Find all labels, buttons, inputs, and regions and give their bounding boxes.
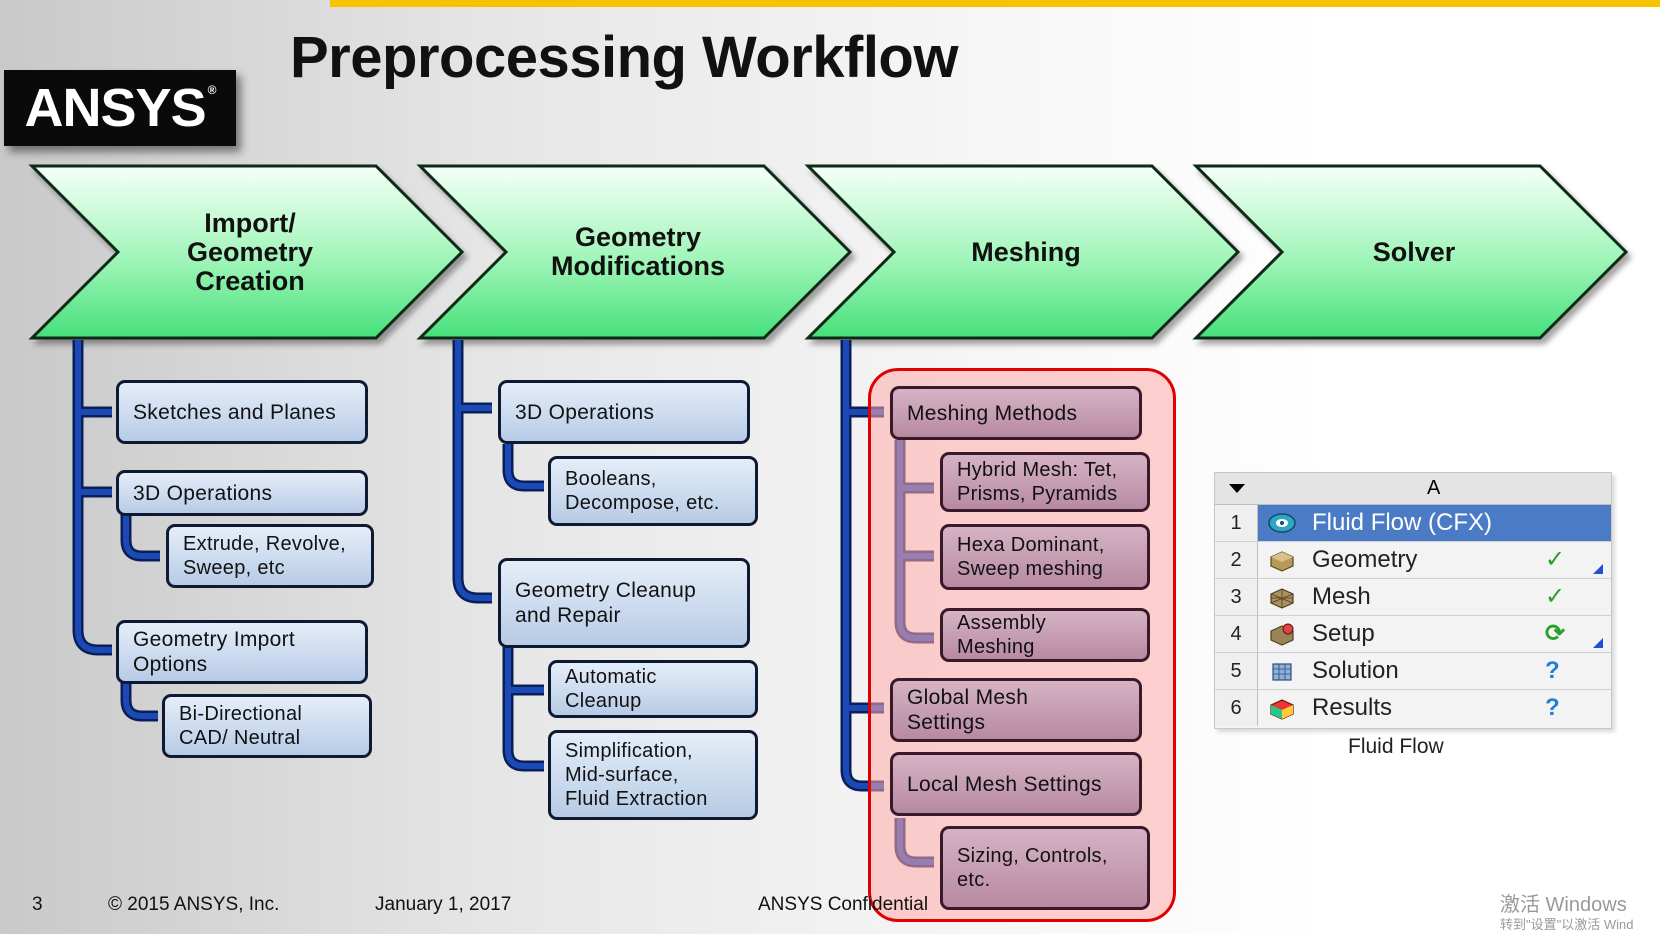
chevron-solver [1192, 164, 1629, 340]
box-hybrid-mesh: Hybrid Mesh: Tet, Prisms, Pyramids [940, 452, 1150, 512]
row-label: Mesh [1312, 583, 1371, 610]
activation-watermark-subtext: 转到"设置"以激活 Wind [1500, 917, 1634, 932]
footer-date: January 1, 2017 [375, 894, 512, 915]
question-icon: ? [1545, 657, 1560, 684]
row-number: 1 [1215, 505, 1258, 541]
system-row-solution[interactable]: 5 Solution ? [1215, 653, 1611, 690]
box-hexa-dominant: Hexa Dominant, Sweep meshing [940, 524, 1150, 590]
results-icon [1270, 699, 1294, 720]
box-simplification-midsurface: Simplification, Mid-surface, Fluid Extra… [548, 730, 758, 820]
box-sizing-controls: Sizing, Controls, etc. [940, 826, 1150, 910]
page-number: 3 [32, 894, 43, 915]
system-row-geometry[interactable]: 2 Geometry ✓ [1215, 542, 1611, 579]
row-number: 5 [1215, 653, 1258, 689]
row-label: Fluid Flow (CFX) [1312, 509, 1493, 536]
row-number: 2 [1215, 542, 1258, 578]
question-icon: ? [1545, 694, 1560, 721]
system-row-results[interactable]: 6 Results ? [1215, 690, 1611, 726]
fluid-flow-system-panel[interactable]: A 1 Fluid Flow (CFX) 2 Geometry ✓ 3 Mesh… [1214, 472, 1612, 729]
box-sketches-and-planes: Sketches and Planes [116, 380, 368, 444]
check-icon: ✓ [1545, 583, 1566, 610]
row-label: Solution [1312, 657, 1399, 684]
box-geometry-cleanup-repair: Geometry Cleanup and Repair [498, 558, 750, 648]
footer-confidential: ANSYS Confidential [758, 894, 929, 915]
panel-caption: Fluid Flow [1348, 735, 1444, 758]
box-booleans-decompose: Booleans, Decompose, etc. [548, 456, 758, 526]
chevron-meshing [804, 164, 1241, 340]
box-geometry-import-options: Geometry Import Options [116, 620, 368, 684]
slide-title: Preprocessing Workflow [290, 25, 958, 90]
box-global-mesh-settings: Global Mesh Settings [890, 678, 1142, 742]
system-row-mesh[interactable]: 3 Mesh ✓ [1215, 579, 1611, 616]
chevron-import [28, 164, 465, 340]
chevron-geometry [416, 164, 853, 340]
box-meshing-methods: Meshing Methods [890, 386, 1142, 440]
corner-triangle-icon [1593, 638, 1603, 648]
accent-bar [330, 0, 1660, 7]
box-automatic-cleanup: Automatic Cleanup [548, 660, 758, 718]
box-3d-operations-geometry: 3D Operations [498, 380, 750, 444]
panel-header: A [1215, 473, 1611, 505]
ansys-logo: ANSYS® [4, 70, 236, 146]
stage-import-geometry-creation: Import/ Geometry Creation [186, 207, 314, 296]
row-label: Setup [1312, 620, 1375, 647]
box-extrude-revolve-sweep: Extrude, Revolve, Sweep, etc [166, 524, 374, 588]
system-row-fluid-flow[interactable]: 1 Fluid Flow (CFX) [1215, 505, 1611, 542]
box-assembly-meshing: Assembly Meshing [940, 608, 1150, 662]
box-local-mesh-settings: Local Mesh Settings [890, 752, 1142, 816]
column-a-header: A [1427, 477, 1441, 499]
refresh-icon: ⟳ [1545, 620, 1566, 647]
check-icon: ✓ [1545, 546, 1566, 573]
box-bidirectional-cad-neutral: Bi-Directional CAD/ Neutral [162, 694, 372, 758]
setup-icon [1270, 623, 1294, 646]
stage-solver: Solver [1372, 236, 1456, 267]
stage-geometry-modifications: Geometry Modifications [551, 222, 725, 281]
row-number: 6 [1215, 690, 1258, 726]
system-row-setup[interactable]: 4 Setup ⟳ [1215, 616, 1611, 653]
mesh-icon [1270, 588, 1294, 609]
row-number: 4 [1215, 616, 1258, 652]
corner-triangle-icon [1593, 564, 1603, 574]
row-label: Geometry [1312, 546, 1418, 573]
box-3d-operations-import: 3D Operations [116, 470, 368, 516]
solution-icon [1272, 663, 1292, 681]
row-number: 3 [1215, 579, 1258, 615]
stage-meshing: Meshing [971, 236, 1081, 267]
activation-watermark: 激活 Windows [1500, 894, 1627, 916]
footer-copyright: © 2015 ANSYS, Inc. [108, 894, 280, 915]
chevron-down-icon[interactable] [1229, 484, 1245, 493]
cfx-icon [1268, 513, 1296, 533]
geometry-icon [1270, 551, 1294, 572]
row-label: Results [1312, 694, 1393, 721]
